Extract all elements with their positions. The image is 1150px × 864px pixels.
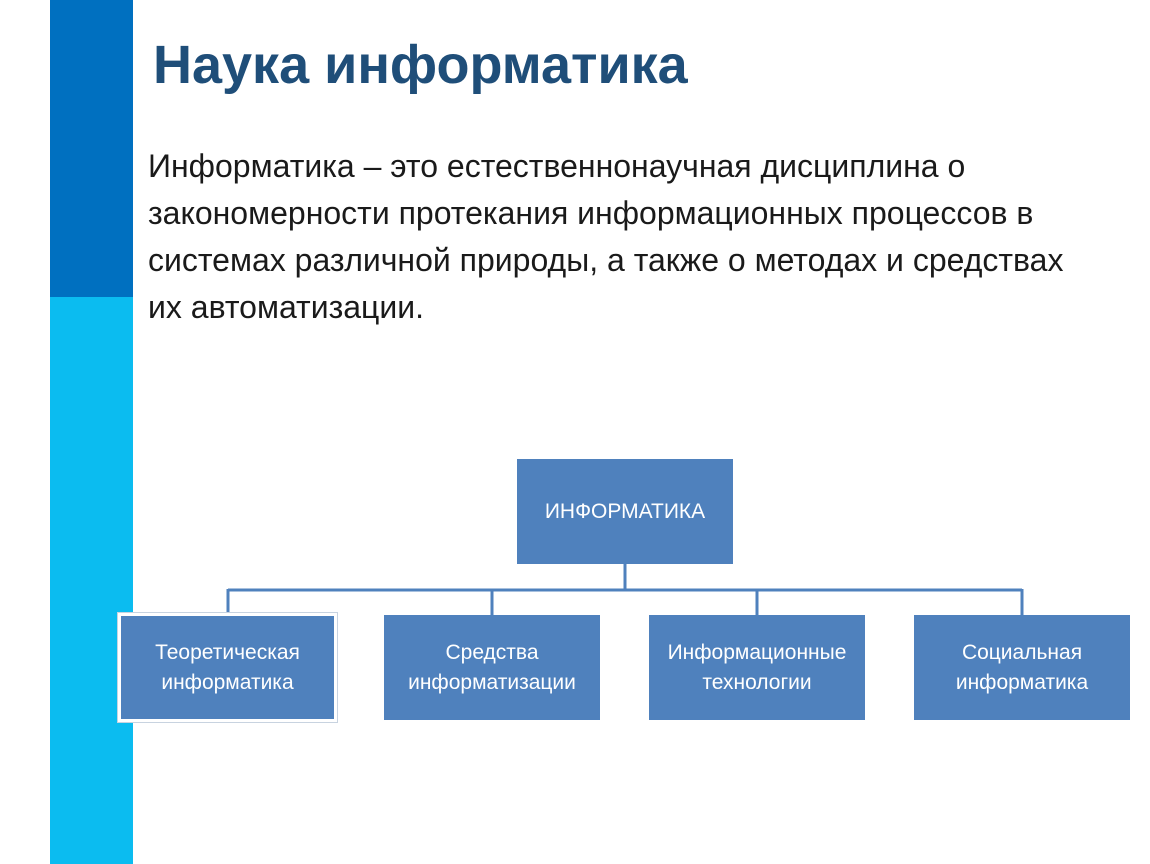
diagram-child-theoretical: Теоретическая информатика bbox=[117, 612, 338, 723]
diagram-child-label: Информационные технологии bbox=[667, 640, 847, 694]
accent-bar-bottom bbox=[50, 297, 133, 864]
accent-bar-top bbox=[50, 0, 133, 297]
definition-text: Информатика – это естественнонаучная дис… bbox=[148, 148, 1064, 325]
diagram-child-social: Социальная информатика bbox=[914, 615, 1130, 720]
diagram-child-label: Средства информатизации bbox=[408, 640, 576, 694]
diagram-child-label: Социальная информатика bbox=[955, 640, 1089, 694]
slide-title: Наука информатика bbox=[153, 35, 688, 95]
diagram-child-means: Средства информатизации bbox=[384, 615, 600, 720]
diagram-root-box: ИНФОРМАТИКА bbox=[517, 459, 733, 564]
diagram-child-technologies: Информационные технологии bbox=[649, 615, 865, 720]
diagram-root-label: ИНФОРМАТИКА bbox=[544, 499, 706, 523]
diagram-child-label: Теоретическая информатика bbox=[155, 640, 300, 694]
